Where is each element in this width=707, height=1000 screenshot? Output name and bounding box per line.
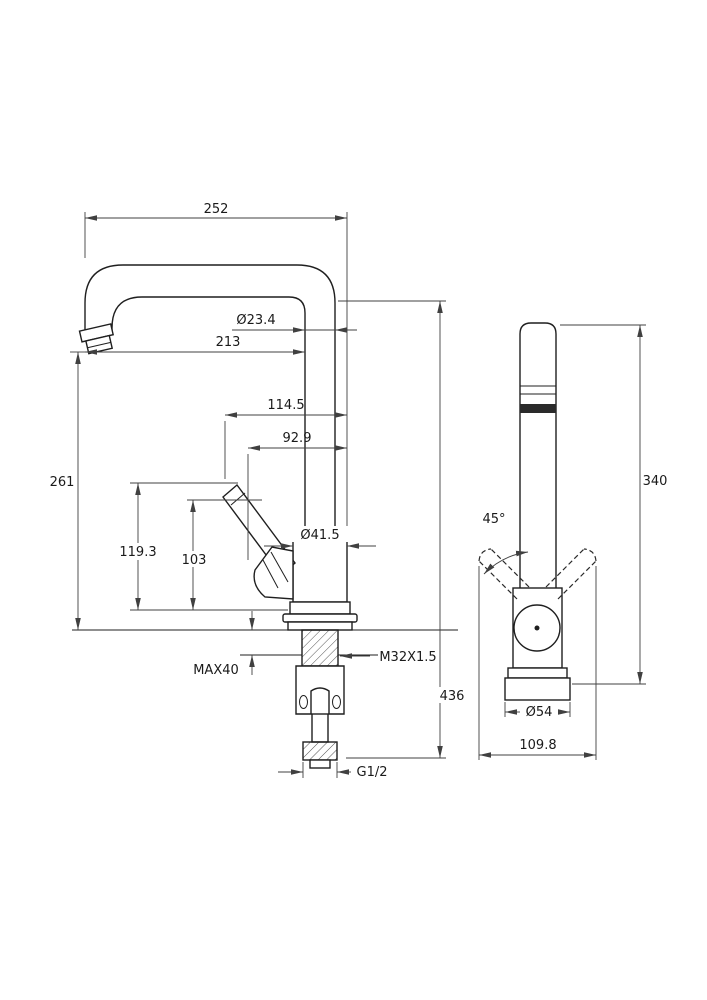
spout-projection-label: 213 — [216, 335, 241, 350]
side-height-label: 340 — [643, 474, 668, 489]
pivot-circle — [513, 604, 561, 652]
side-dimensions: 340 45° Ø54 109.8 — [478, 324, 668, 760]
bracket-hole — [332, 695, 341, 709]
deck-flange — [282, 613, 358, 623]
handle-base — [253, 546, 294, 600]
spout-inner-outline — [111, 296, 306, 534]
mounting-bracket — [295, 665, 345, 715]
handle-swivel-angle-label: 45° — [482, 512, 505, 527]
handle-lever-tip-line — [230, 492, 246, 506]
handle-offset-label: 92.9 — [283, 431, 312, 446]
handle-base-hatch — [270, 551, 289, 583]
inlet-fitting — [302, 741, 338, 761]
side-column — [519, 322, 557, 590]
handle-position-dashed-right — [545, 548, 597, 600]
shank-thread-label: M32X1.5 — [379, 650, 436, 665]
base-collar — [289, 601, 351, 615]
inlet-thread-label: G1/2 — [357, 765, 388, 780]
height-above-deck-label: 261 — [50, 475, 75, 490]
spout-tube-diameter-label: Ø23.4 — [236, 313, 275, 328]
inlet-tip — [309, 759, 331, 769]
base-flange — [507, 667, 568, 679]
supply-hose — [311, 713, 329, 743]
base-diameter-label: Ø54 — [526, 705, 553, 720]
side-view: 340 45° Ø54 109.8 — [478, 322, 668, 760]
base-width-label: 109.8 — [519, 738, 556, 753]
handle-tip-height-label: 119.3 — [119, 545, 156, 560]
base-gasket — [287, 621, 353, 631]
overall-height-label: 436 — [440, 689, 465, 704]
handle-reach-label: 114.5 — [267, 398, 304, 413]
spout-outlet — [78, 323, 115, 355]
handle-base-hatch — [262, 559, 279, 589]
side-outline — [478, 322, 597, 701]
spout-outer-outline — [84, 264, 336, 534]
front-dimensions: 252 Ø23.4 213 261 114.5 92.9 — [50, 202, 472, 780]
mounting-shank — [301, 629, 339, 667]
pivot-center — [534, 625, 540, 631]
column-band — [520, 404, 556, 413]
angle-arc — [483, 550, 529, 575]
base-body — [504, 677, 571, 701]
handle-base-height-label: 103 — [182, 553, 207, 568]
front-view: 252 Ø23.4 213 261 114.5 92.9 — [50, 202, 472, 780]
front-outline — [72, 264, 458, 769]
spout-reach-label: 252 — [204, 202, 229, 217]
bracket-hole — [299, 695, 308, 709]
max-deck-thickness-label: MAX40 — [193, 663, 239, 678]
body-diameter-label: Ø41.5 — [300, 528, 339, 543]
